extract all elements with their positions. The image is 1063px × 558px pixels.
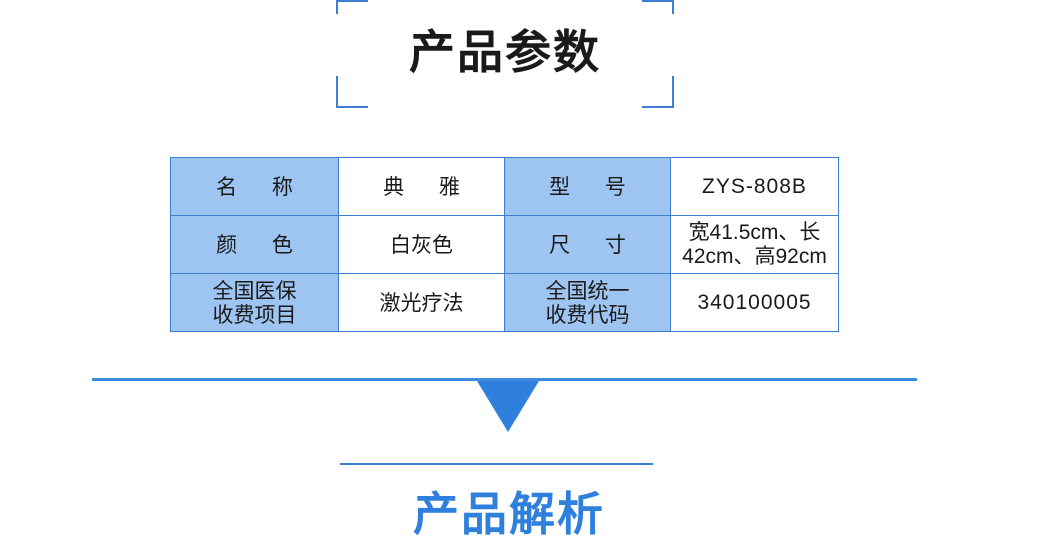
param-value-fee-code: 340100005 xyxy=(670,273,839,332)
param-key-size: 尺 寸 xyxy=(504,215,671,274)
param-value-color: 白灰色 xyxy=(338,215,505,274)
section-title: 产品解析 xyxy=(413,487,605,541)
param-value-insurance-item: 激光疗法 xyxy=(338,273,505,332)
corner-bracket-bottom-left xyxy=(336,76,368,108)
parameter-table: 名 称 典 雅 型 号 ZYS-808B 颜 色 白灰色 尺 寸 宽41.5cm… xyxy=(170,157,839,332)
title-frame: 产品参数 xyxy=(336,0,674,108)
param-key-insurance-item: 全国医保 收费项目 xyxy=(170,273,339,332)
corner-bracket-top-left xyxy=(336,0,368,14)
param-value-model: ZYS-808B xyxy=(670,157,839,216)
param-key-color: 颜 色 xyxy=(170,215,339,274)
table-row: 颜 色 白灰色 尺 寸 宽41.5cm、长 42cm、高92cm xyxy=(170,215,839,274)
param-key-model: 型 号 xyxy=(504,157,671,216)
section-title-underline xyxy=(340,463,653,465)
table-row: 名 称 典 雅 型 号 ZYS-808B xyxy=(170,157,839,216)
param-value-name: 典 雅 xyxy=(338,157,505,216)
param-key-name: 名 称 xyxy=(170,157,339,216)
corner-bracket-bottom-right xyxy=(642,76,674,108)
down-triangle-icon xyxy=(477,381,539,432)
param-key-fee-code: 全国统一 收费代码 xyxy=(504,273,671,332)
table-row: 全国医保 收费项目 激光疗法 全国统一 收费代码 340100005 xyxy=(170,273,839,332)
param-value-size: 宽41.5cm、长 42cm、高92cm xyxy=(670,215,839,274)
section-divider xyxy=(92,378,917,381)
corner-bracket-top-right xyxy=(642,0,674,14)
page-title: 产品参数 xyxy=(409,25,601,79)
size-line-2: 42cm、高92cm xyxy=(682,244,827,268)
size-line-1: 宽41.5cm、长 xyxy=(688,220,821,244)
